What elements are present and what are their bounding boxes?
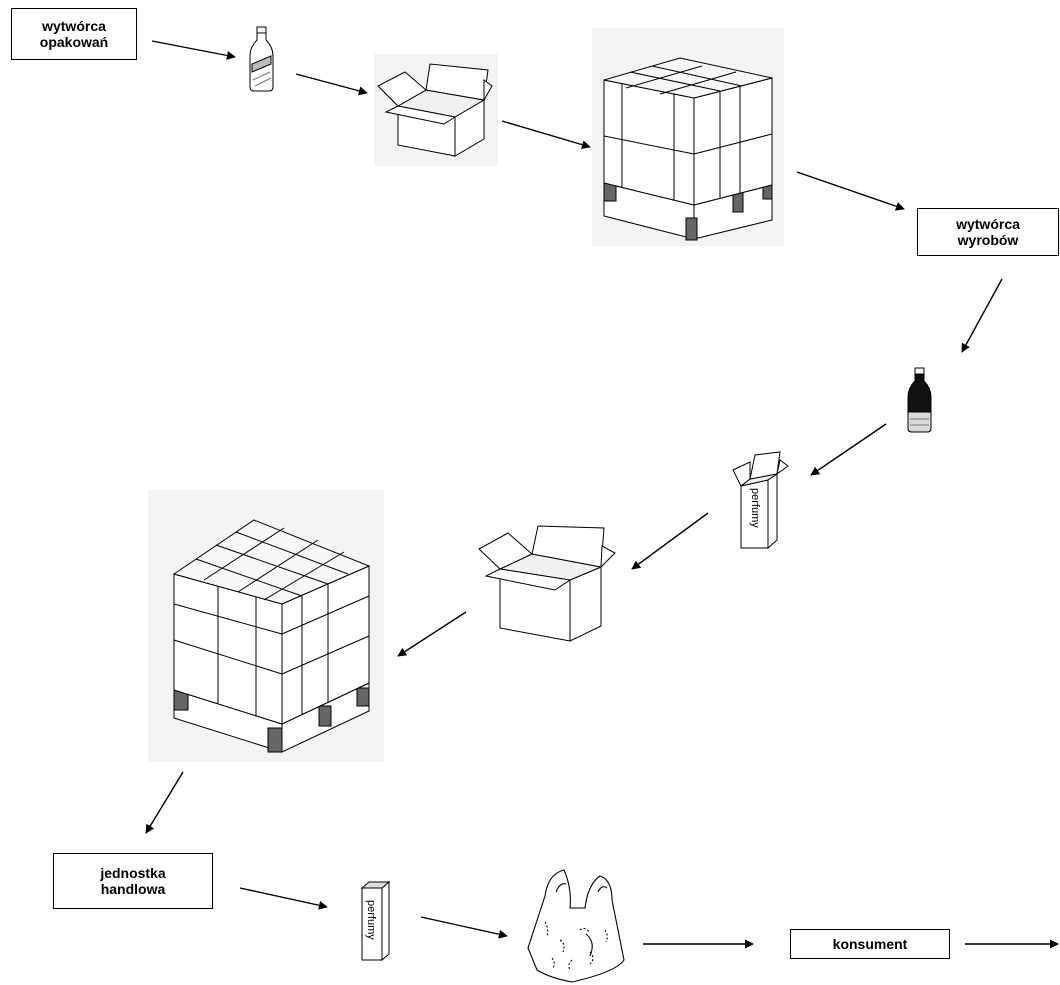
- arrow-bottle-to-carton: [295, 73, 368, 96]
- stacked-pallet-icon: [603, 57, 773, 241]
- open-carton-icon-2: [478, 525, 616, 642]
- arrow-carton-to-pallet-2: [397, 611, 467, 657]
- arrow-perfume-box-to-carton: [631, 512, 709, 570]
- arrow-goods-producer-to-bottle: [961, 278, 1003, 353]
- packaging-producer-label: wytwórca opakowań: [11, 8, 137, 60]
- filled-bottle-icon: [907, 367, 932, 433]
- arrow-carton-to-pallet: [501, 120, 591, 150]
- empty-bottle-icon: [249, 26, 274, 92]
- arrow-bottle-to-perfume-box: [810, 423, 887, 476]
- arrow-producer-to-bottle: [151, 40, 236, 60]
- arrow-retail-unit-to-box: [239, 887, 328, 910]
- perfume-label-closed-box: perfumy: [365, 900, 377, 940]
- open-carton-icon: [377, 63, 493, 157]
- perfume-box-closed-icon: perfumy: [360, 880, 391, 962]
- perfume-label-open-box: perfumy: [749, 488, 761, 528]
- arrow-pallet-to-retail-unit: [145, 771, 184, 834]
- shopping-bag-icon: [527, 869, 625, 983]
- arrow-box-to-bag: [420, 916, 508, 939]
- goods-producer-label: wytwórca wyrobów: [917, 208, 1059, 256]
- perfume-box-open-icon: perfumy: [732, 451, 789, 550]
- stacked-pallet-icon-2: [172, 519, 371, 753]
- arrow-pallet-to-goods-producer: [796, 171, 905, 211]
- retail-unit-label: jednostka handlowa: [53, 853, 213, 909]
- flow-arrows: [145, 40, 1059, 949]
- consumer-label: konsument: [790, 929, 950, 959]
